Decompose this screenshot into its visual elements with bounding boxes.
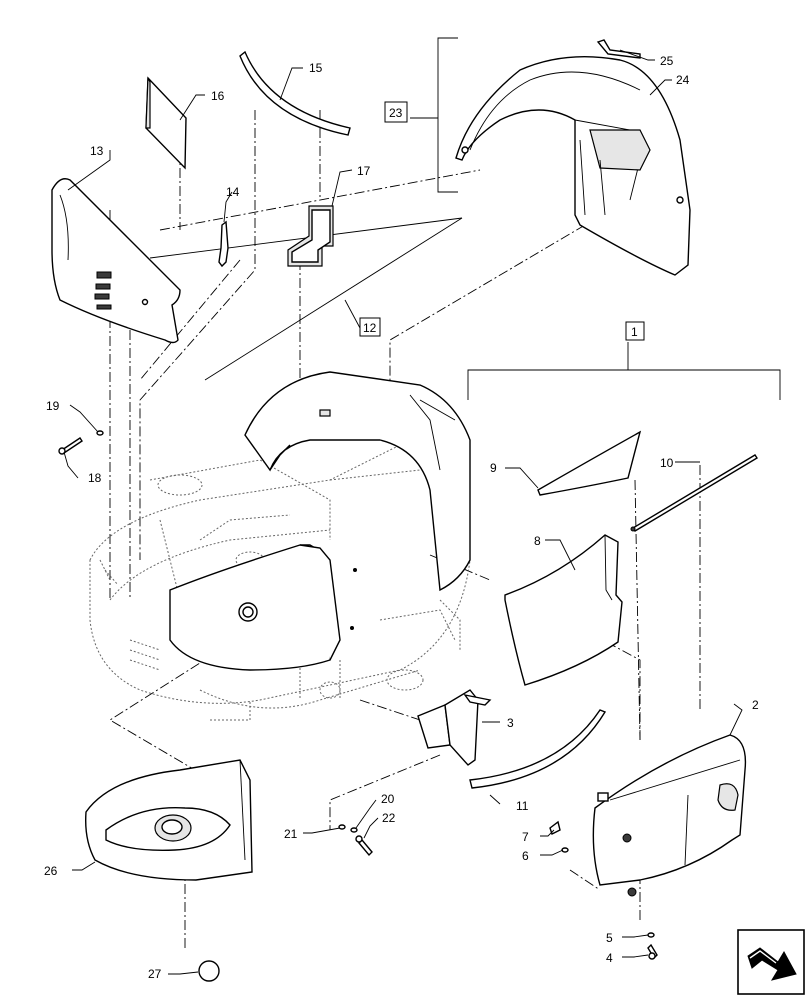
- callout-box-1: [625, 321, 645, 341]
- part-8-rear-panel: [504, 534, 623, 686]
- part-10-rod: [630, 454, 758, 532]
- part-9-cover-strip: [537, 430, 642, 496]
- part-16-panel: [145, 76, 187, 170]
- callout-20: 20: [381, 792, 395, 806]
- callout-3: 3: [507, 716, 514, 730]
- fastener-18-bolt: [58, 437, 83, 455]
- callout-11: 11: [516, 799, 529, 813]
- callout-22: 22: [382, 811, 396, 825]
- counterweight-housing: [169, 371, 471, 671]
- part-27-o-ring: [198, 960, 220, 982]
- fastener-22-bolt: [355, 835, 373, 857]
- callout-2: 2: [752, 698, 759, 712]
- part-24-hood: [455, 55, 691, 276]
- callout-25: 25: [660, 54, 674, 68]
- fastener-5-washer: [647, 932, 655, 938]
- part-14-clip: [218, 220, 229, 268]
- callout-23: 23: [389, 106, 403, 120]
- callout-26: 26: [44, 864, 58, 878]
- part-11-seal-strip: [469, 709, 607, 789]
- next-page-arrow-icon: [747, 947, 797, 981]
- callout-16: 16: [211, 89, 225, 103]
- callout-14: 14: [226, 185, 240, 199]
- part-2-right-side-panel: [592, 734, 747, 897]
- callout-9: 9: [490, 461, 497, 475]
- fastener-21-washer: [338, 824, 346, 830]
- leader-lines: [63, 49, 743, 975]
- callout-18: 18: [88, 471, 102, 485]
- callout-4: 4: [606, 951, 613, 965]
- callout-12: 12: [363, 321, 377, 335]
- part-17-panel: [287, 205, 334, 267]
- part-13-left-side-panel: [51, 178, 181, 344]
- part-26-front-cover: [85, 759, 253, 881]
- fastener-4-bolt: [647, 943, 658, 960]
- part-3-bracket: [417, 689, 492, 766]
- callout-10: 10: [660, 456, 674, 470]
- callout-labels: 1 2 3 4 5 6 7 8 9 10 11 12 13 14 15 16 1…: [44, 54, 759, 981]
- callout-8: 8: [534, 534, 541, 548]
- group-bracket-1: [467, 342, 781, 400]
- fastener-19-washer: [96, 430, 104, 436]
- callout-27: 27: [148, 967, 162, 981]
- callout-19: 19: [46, 399, 60, 413]
- callout-7: 7: [522, 830, 529, 844]
- fastener-20-washer: [350, 827, 358, 833]
- callout-5: 5: [606, 931, 613, 945]
- group-bracket-23: [410, 37, 458, 193]
- callout-1: 1: [631, 325, 638, 339]
- callout-15: 15: [309, 61, 323, 75]
- next-page-button[interactable]: [737, 929, 805, 995]
- callout-box-12: [359, 317, 381, 337]
- callout-13: 13: [90, 144, 104, 158]
- callout-21: 21: [284, 827, 298, 841]
- callout-6: 6: [522, 849, 529, 863]
- callout-box-23: [384, 101, 408, 123]
- callout-24: 24: [676, 73, 690, 87]
- part-15-seal-strip: [239, 50, 351, 136]
- callout-17: 17: [357, 164, 371, 178]
